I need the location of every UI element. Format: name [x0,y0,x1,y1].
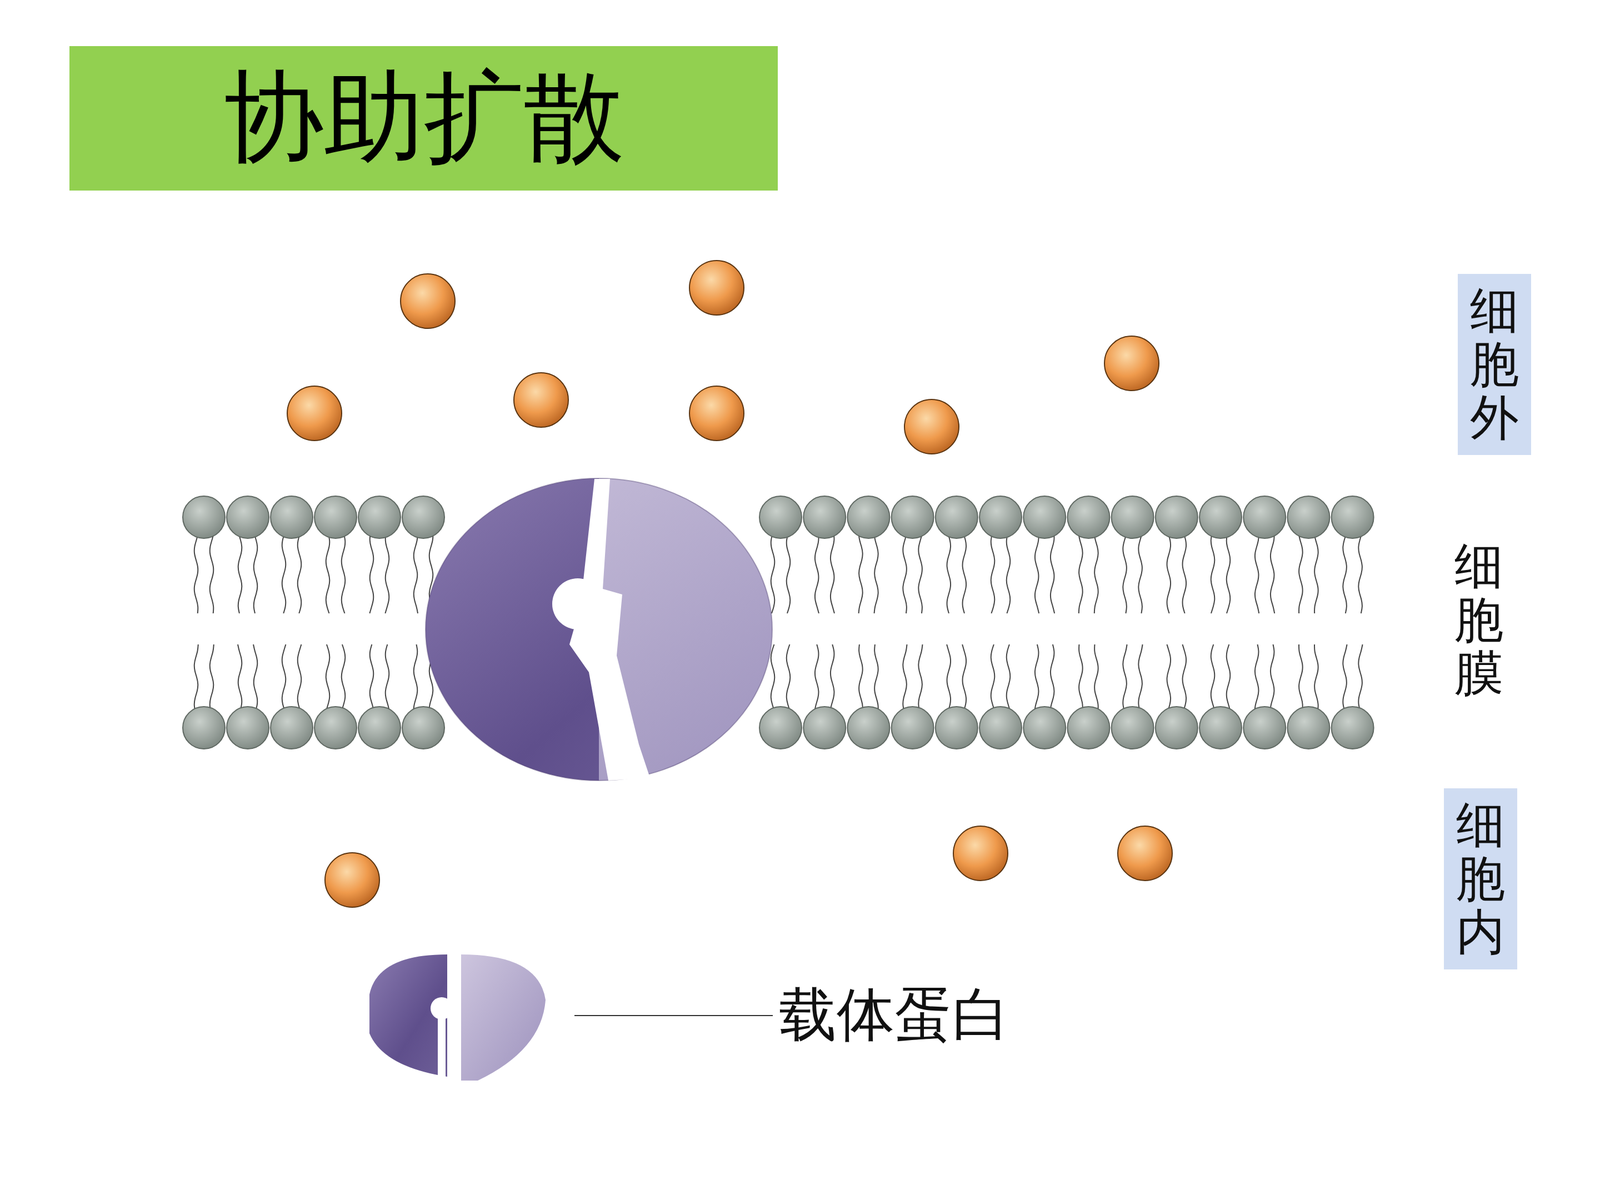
carrier-protein-icon [369,954,546,1081]
leader-line [574,1015,773,1017]
region-label-box: 细胞内 [1443,788,1518,970]
legend-label: 载体蛋白 [778,976,1010,1055]
region-label: 细胞外 [1470,283,1519,445]
region-label-box: 细胞外 [1457,273,1532,455]
phospholipid-heads [182,496,1374,749]
title-banner: 协助扩散 [69,46,778,191]
region-label: 细胞内 [1456,798,1505,960]
membrane-label: 细胞膜 [1454,539,1504,701]
lipid-tails [194,533,1363,712]
solute-particles [287,260,1173,908]
carrier-protein [425,478,773,781]
